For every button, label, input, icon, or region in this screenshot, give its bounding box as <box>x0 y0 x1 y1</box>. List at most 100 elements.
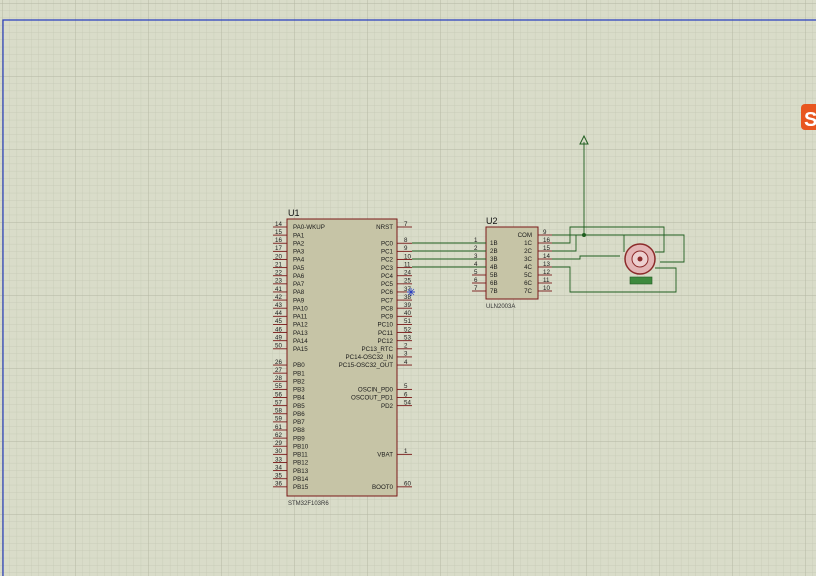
pin-name: PB1 <box>293 370 305 377</box>
pin-number: 51 <box>404 318 411 325</box>
wire-2c[interactable] <box>552 234 685 263</box>
pin-number: 23 <box>275 278 282 285</box>
pin-number: 36 <box>275 481 282 488</box>
pin-number: 40 <box>404 310 411 317</box>
pin-name: PA13 <box>293 330 308 337</box>
pin-number: 59 <box>275 416 282 423</box>
pin-number: 39 <box>404 302 411 309</box>
pin-name: PC11 <box>378 330 394 337</box>
pin-number: 6 <box>474 277 478 284</box>
pin-number: 16 <box>275 237 282 244</box>
pin-name: PA3 <box>293 249 305 256</box>
wire-4c[interactable] <box>552 266 677 293</box>
u1-part: STM32F103R6 <box>288 501 329 507</box>
pin-number: 1 <box>404 448 408 455</box>
pin-name: 6C <box>524 280 532 287</box>
wires-driver-to-motor[interactable] <box>552 142 685 293</box>
pin-number: 38 <box>404 294 411 301</box>
pin-number: 14 <box>275 221 282 228</box>
power-terminal-icon[interactable] <box>579 134 589 145</box>
pin-number: 3 <box>404 351 408 358</box>
pin-number: 29 <box>275 440 282 447</box>
pin-number: 54 <box>404 399 411 406</box>
pin-number: 46 <box>275 326 282 333</box>
pin-number: 14 <box>543 253 550 260</box>
pin-name: 7C <box>524 288 532 295</box>
wire-1c[interactable] <box>552 226 665 253</box>
pin-number: 41 <box>275 286 282 293</box>
wire-3c[interactable] <box>552 255 620 260</box>
pin-name: VBAT <box>377 452 393 459</box>
pin-number: 17 <box>275 245 282 252</box>
pin-name: PB13 <box>293 468 309 475</box>
pin-name: PC1 <box>381 249 394 256</box>
pin-name: PB8 <box>293 427 305 434</box>
pin-number: 61 <box>275 424 282 431</box>
cursor-crosshair-icon <box>407 288 415 296</box>
pin-name: 4C <box>524 264 532 271</box>
pin-number: 15 <box>543 245 550 252</box>
pin-name: PA6 <box>293 273 305 280</box>
pin-number: 11 <box>404 261 411 268</box>
pin-number: 8 <box>404 237 408 244</box>
pin-name: PA4 <box>293 257 305 264</box>
pin-number: 24 <box>404 270 411 277</box>
pin-name: 1C <box>524 240 532 247</box>
pin-number: 2 <box>474 245 478 252</box>
pin-number: 6 <box>404 391 408 398</box>
pin-number: 2 <box>404 343 408 350</box>
stepper-motor[interactable] <box>624 243 656 285</box>
pin-number: 16 <box>543 237 550 244</box>
pin-name: PB4 <box>293 395 305 402</box>
pin-name: PB2 <box>293 378 305 385</box>
u1-ref: U1 <box>288 208 300 218</box>
pin-number: 58 <box>275 408 282 415</box>
pin-number: 33 <box>275 456 282 463</box>
pin-name: PB15 <box>293 484 309 491</box>
pin-number: 5 <box>404 383 408 390</box>
pin-name: 4B <box>490 264 498 271</box>
wires-mcu-to-driver[interactable] <box>412 242 486 268</box>
pin-name: PA7 <box>293 281 305 288</box>
pin-number: 62 <box>275 432 282 439</box>
pin-name: PC12 <box>378 338 394 345</box>
pin-name: OSCOUT_PD1 <box>351 395 394 402</box>
pin-name: PB7 <box>293 419 305 426</box>
pin-name: PB0 <box>293 362 305 369</box>
pin-name: PC15-OSC32_OUT <box>339 362 394 369</box>
u1-body <box>286 218 398 497</box>
pin-number: 1 <box>474 237 478 244</box>
pin-number: 49 <box>275 334 282 341</box>
pin-name: PC6 <box>381 289 394 296</box>
pin-name: PA8 <box>293 289 305 296</box>
motor-label-box <box>629 276 653 285</box>
pin-name: PB9 <box>293 435 305 442</box>
pin-number: 7 <box>474 285 478 292</box>
motor-shaft <box>637 256 643 262</box>
pin-number: 25 <box>404 278 411 285</box>
pin-name: PB14 <box>293 476 309 483</box>
pin-name: PA14 <box>293 338 308 345</box>
u2-part: ULN2003A <box>486 304 515 310</box>
pin-number: 56 <box>275 391 282 398</box>
pin-number: 21 <box>275 261 282 268</box>
pin-name: PB5 <box>293 403 305 410</box>
pin-name: NRST <box>376 224 393 231</box>
pin-number: 4 <box>404 359 408 366</box>
pin-number: 4 <box>474 261 478 268</box>
pin-name: PA12 <box>293 322 308 329</box>
pin-name: PC4 <box>381 273 394 280</box>
pin-name: PC9 <box>381 314 394 321</box>
pin-name: PB11 <box>293 452 308 459</box>
pin-number: 9 <box>543 229 547 236</box>
pin-name: PC8 <box>381 305 394 312</box>
pin-name: PC7 <box>381 297 394 304</box>
u2-ref: U2 <box>486 216 498 226</box>
pin-number: 34 <box>275 464 282 471</box>
